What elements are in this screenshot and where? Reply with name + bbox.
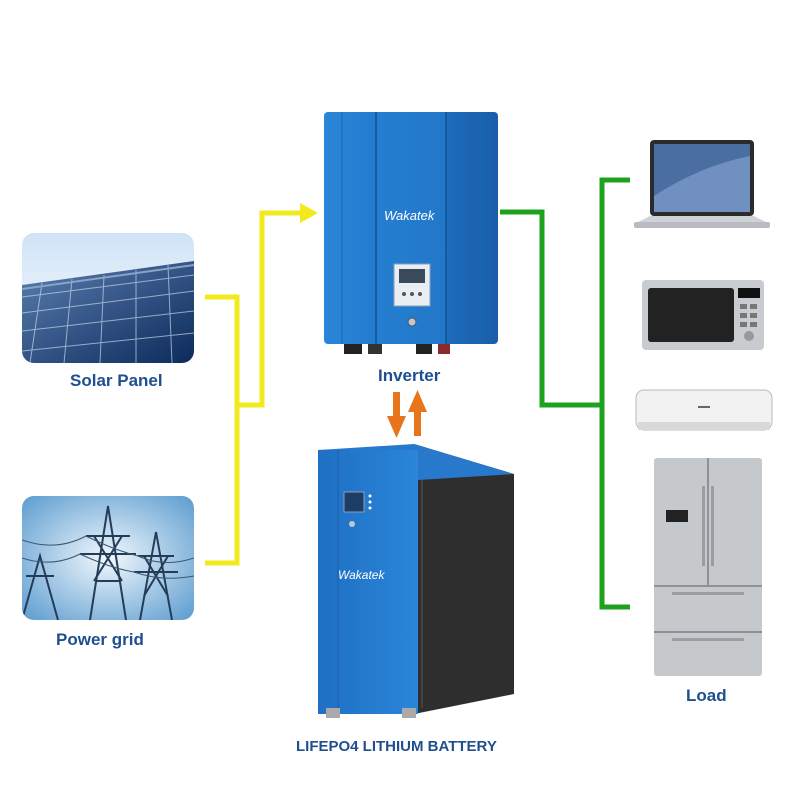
solar-panel-photo <box>22 233 194 363</box>
air-conditioner-icon <box>634 386 774 438</box>
arrow-down-shaft <box>393 392 400 418</box>
arrow-up-shaft <box>414 410 421 436</box>
battery-logo: Wakatek <box>338 568 385 582</box>
load-bus-line <box>599 177 630 610</box>
arrow-down-head <box>387 416 406 438</box>
input-arrowhead <box>300 203 318 223</box>
laptop-icon <box>630 136 774 242</box>
load-label: Load <box>686 686 727 705</box>
power-grid-photo <box>22 496 194 620</box>
microwave-icon <box>640 278 766 354</box>
grid-to-bus-line <box>237 210 305 408</box>
power-grid-label: Power grid <box>56 630 144 649</box>
output-lines <box>500 177 630 610</box>
solar-panel-label: Solar Panel <box>70 371 163 390</box>
input-lines <box>205 210 305 566</box>
solar-to-bus-line <box>205 294 240 566</box>
battery-arrows <box>387 390 427 438</box>
inverter-label: Inverter <box>378 366 441 385</box>
inverter-output-line <box>500 209 602 408</box>
battery-device: Wakatek <box>314 440 520 724</box>
refrigerator-icon <box>652 456 764 680</box>
inverter-device: Wakatek <box>322 110 500 358</box>
arrow-up-head <box>408 390 427 412</box>
battery-label: LIFEPO4 LITHIUM BATTERY <box>296 738 497 755</box>
inverter-logo: Wakatek <box>384 208 435 223</box>
